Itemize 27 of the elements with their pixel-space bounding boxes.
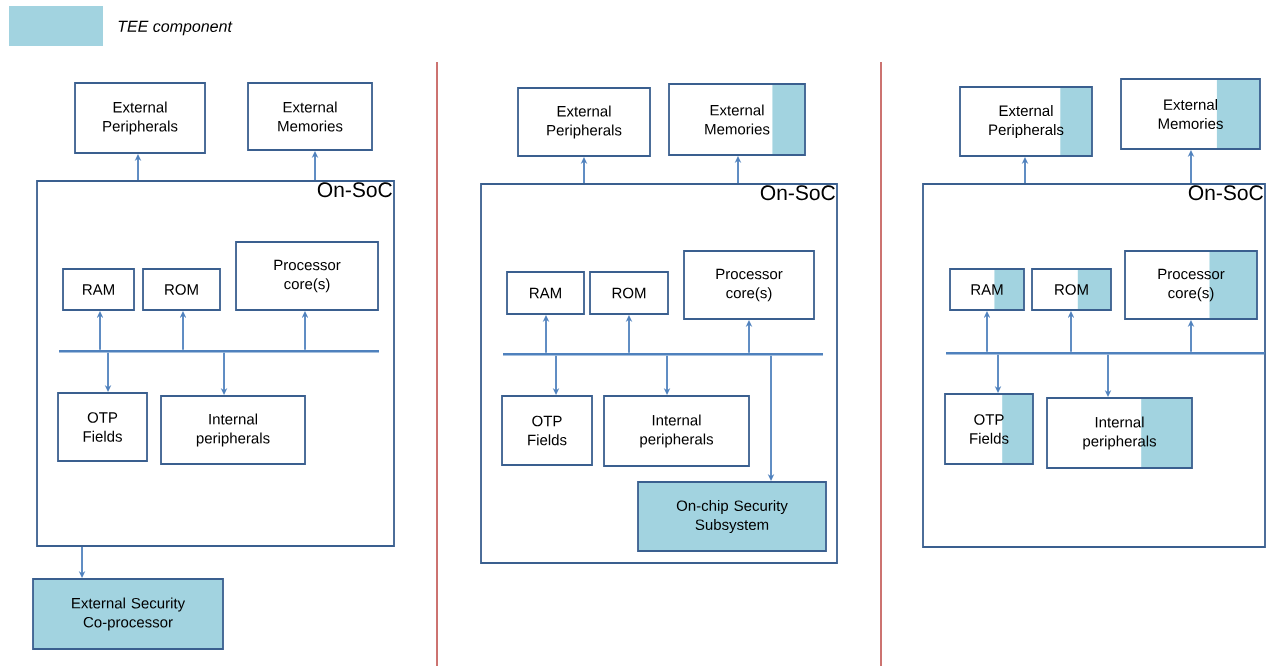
component-box: On-chip Security Subsystem: [637, 481, 827, 552]
component-box: Processor core(s): [1124, 250, 1258, 320]
component-box: Internal peripherals: [160, 395, 306, 465]
component-box: RAM: [62, 268, 135, 311]
component-box: RAM: [949, 268, 1025, 311]
component-box: External Peripherals: [959, 86, 1093, 157]
component-box: OTP Fields: [944, 393, 1034, 465]
component-box: External Memories: [1120, 78, 1261, 150]
component-box: Internal peripherals: [603, 395, 750, 467]
component-box: ROM: [1031, 268, 1112, 311]
component-box: Processor core(s): [235, 241, 379, 311]
component-box: OTP Fields: [57, 392, 148, 462]
component-box: ROM: [142, 268, 221, 311]
component-box: ROM: [589, 271, 669, 315]
legend-label: TEE component: [118, 20, 233, 36]
component-box: External Peripherals: [517, 87, 651, 157]
component-box: Processor core(s): [683, 250, 815, 320]
component-box: External Peripherals: [74, 82, 206, 154]
component-box: Internal peripherals: [1046, 397, 1193, 469]
component-box: External Memories: [247, 82, 373, 151]
bus-line: [946, 351, 1265, 355]
component-box: RAM: [506, 271, 585, 315]
component-box: OTP Fields: [501, 395, 593, 466]
bus-line: [59, 349, 379, 353]
component-box: External Memories: [668, 83, 806, 156]
component-box: External Security Co-processor: [32, 578, 224, 650]
bus-line: [503, 352, 823, 356]
